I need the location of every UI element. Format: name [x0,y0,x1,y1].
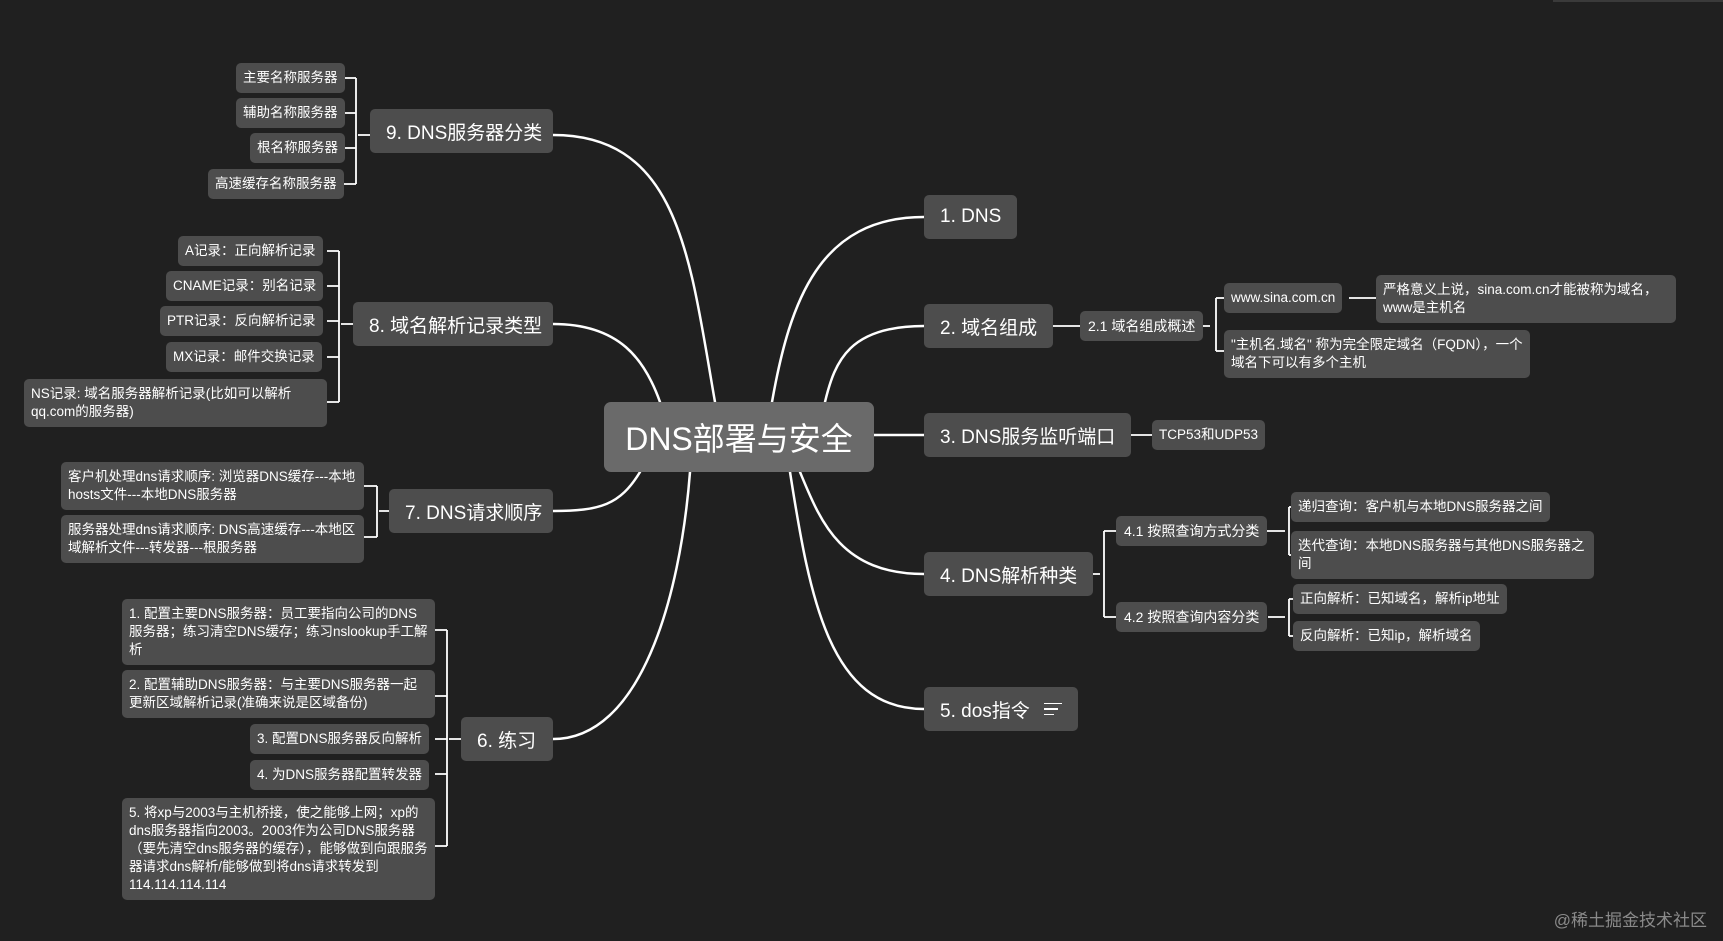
node-dns-resolution-types[interactable]: 4. DNS解析种类 [924,552,1094,596]
leaf-sina-domain[interactable]: www.sina.com.cn [1224,283,1343,313]
leaf-record-type[interactable]: MX记录：邮件交换记录 [166,342,322,372]
node-dns-server-categories[interactable]: 9. DNS服务器分类 [370,109,553,153]
node-dns[interactable]: 1. DNS [924,195,1018,239]
leaf-practice[interactable]: 2. 配置辅助DNS服务器：与主要DNS服务器一起更新区域解析记录(准确来说是区… [122,670,435,718]
node-dos-commands[interactable]: 5. dos指令 [924,687,1078,731]
leaf-record-type[interactable]: A记录：正向解析记录 [178,236,323,266]
root-node[interactable]: DNS部署与安全 [604,402,874,472]
leaf-record-type[interactable]: NS记录: 域名服务器解析记录(比如可以解析qq.com的服务器) [24,379,327,427]
node-domain-overview[interactable]: 2.1 域名组成概述 [1080,311,1204,341]
node-dos-commands-label: 5. dos指令 [940,700,1030,722]
top-edge-bar [1553,0,1723,2]
leaf-request-order[interactable]: 服务器处理dns请求顺序: DNS高速缓存---本地区域解析文件---转发器--… [61,515,364,563]
menu-lines-icon[interactable] [1043,701,1062,717]
leaf-server-category[interactable]: 主要名称服务器 [236,63,345,93]
leaf-record-type[interactable]: PTR记录：反向解析记录 [160,306,323,336]
node-record-types[interactable]: 8. 域名解析记录类型 [353,302,553,346]
leaf-record-type[interactable]: CNAME记录：别名记录 [166,271,324,301]
leaf-practice[interactable]: 3. 配置DNS服务器反向解析 [250,724,430,754]
leaf-reverse-lookup[interactable]: 反向解析：已知ip，解析域名 [1293,621,1480,651]
leaf-practice[interactable]: 4. 为DNS服务器配置转发器 [250,760,430,790]
leaf-sina-note[interactable]: 严格意义上说，sina.com.cn才能被称为域名，www是主机名 [1376,275,1676,323]
leaf-iterative-query[interactable]: 迭代查询：本地DNS服务器与其他DNS服务器之间 [1291,531,1594,579]
leaf-practice[interactable]: 5. 将xp与2003与主机桥接，使之能够上网；xp的dns服务器指向2003。… [122,798,435,900]
node-domain-composition[interactable]: 2. 域名组成 [924,304,1054,348]
leaf-server-category[interactable]: 辅助名称服务器 [236,98,345,128]
leaf-practice[interactable]: 1. 配置主要DNS服务器：员工要指向公司的DNS服务器；练习清空DNS缓存；练… [122,599,435,665]
node-by-query-method[interactable]: 4.1 按照查询方式分类 [1116,516,1268,546]
leaf-request-order[interactable]: 客户机处理dns请求顺序: 浏览器DNS缓存---本地hosts文件---本地D… [61,462,364,510]
leaf-server-category[interactable]: 根名称服务器 [250,133,345,163]
leaf-forward-lookup[interactable]: 正向解析：已知域名，解析ip地址 [1293,584,1507,614]
node-request-order[interactable]: 7. DNS请求顺序 [389,489,553,533]
leaf-tcp-udp-port[interactable]: TCP53和UDP53 [1152,420,1266,450]
leaf-recursive-query[interactable]: 递归查询：客户机与本地DNS服务器之间 [1291,492,1550,522]
leaf-server-category[interactable]: 高速缓存名称服务器 [208,169,344,199]
node-practice[interactable]: 6. 练习 [461,717,553,761]
leaf-fqdn[interactable]: "主机名.域名" 称为完全限定域名（FQDN），一个域名下可以有多个主机 [1224,330,1530,378]
node-by-query-content[interactable]: 4.2 按照查询内容分类 [1116,602,1268,632]
node-dns-port[interactable]: 3. DNS服务监听端口 [924,413,1132,457]
watermark: @稀土掘金技术社区 [1553,911,1707,930]
